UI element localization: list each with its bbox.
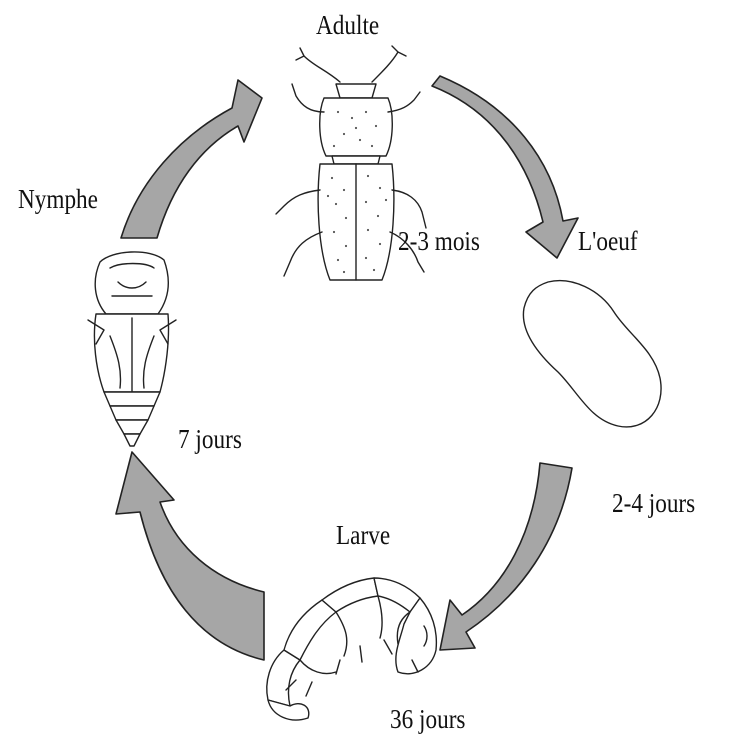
arrow-larva-to-pupa — [116, 452, 264, 660]
duration-label-adult: 2-3 mois — [398, 228, 480, 255]
arrow-pupa-to-adult — [121, 80, 262, 238]
larva-illustration — [267, 578, 437, 720]
egg-illustration — [523, 281, 661, 427]
arrow-egg-to-larva — [440, 463, 572, 650]
stage-label-egg: L'oeuf — [578, 228, 638, 255]
stage-label-pupa: Nymphe — [18, 186, 98, 213]
duration-label-larva: 36 jours — [390, 706, 465, 733]
stage-label-adult: Adulte — [316, 12, 379, 39]
stage-label-larva: Larve — [336, 522, 390, 549]
pupa-illustration — [88, 252, 176, 446]
duration-label-pupa: 7 jours — [178, 426, 242, 453]
duration-label-egg: 2-4 jours — [612, 490, 695, 517]
